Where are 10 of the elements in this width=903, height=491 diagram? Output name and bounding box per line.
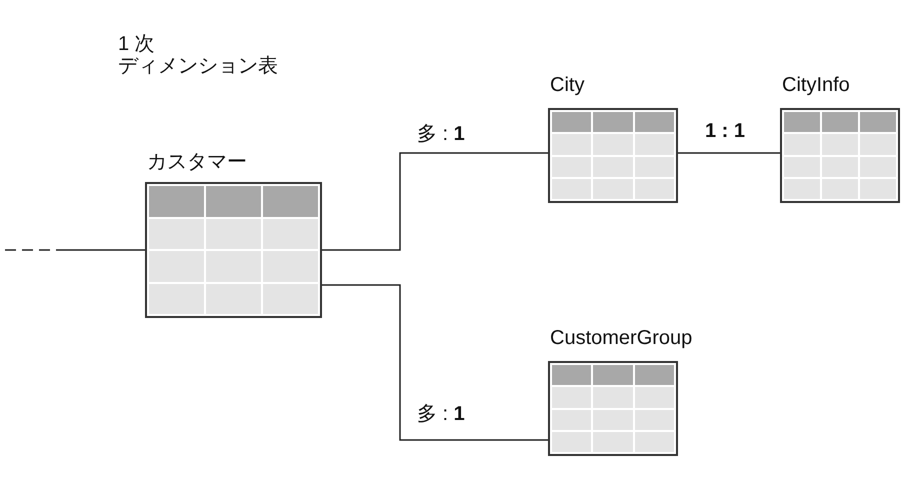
connector-line (5, 249, 146, 251)
table-name: CityInfo (782, 74, 850, 97)
connector-line (678, 152, 781, 154)
connector-line (322, 152, 549, 251)
note-text: 1 次 (118, 32, 155, 57)
connector-line (322, 284, 549, 441)
note-text: ディメンション表 (118, 54, 278, 79)
table-name: カスタマー (147, 150, 247, 175)
table-name: City (550, 74, 584, 97)
table-name: CustomerGroup (550, 327, 692, 350)
